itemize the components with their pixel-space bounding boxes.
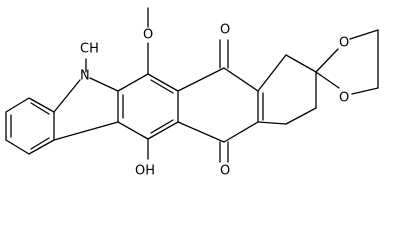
methyl-group: CH bbox=[80, 42, 99, 57]
quinone-top-oxygen-atom: O bbox=[220, 23, 230, 38]
bond bbox=[177, 121, 225, 143]
bond bbox=[351, 87, 379, 95]
hydroxyl-group: OH bbox=[135, 164, 155, 179]
cyclohexene-ring bbox=[257, 54, 317, 125]
bond bbox=[147, 73, 179, 92]
bond bbox=[223, 67, 259, 92]
dioxolane-ring bbox=[315, 29, 379, 95]
bond bbox=[257, 121, 287, 125]
bond bbox=[150, 79, 174, 94]
benzene-ring bbox=[5, 97, 55, 155]
bond bbox=[5, 139, 30, 155]
bond bbox=[89, 77, 119, 92]
bond bbox=[285, 107, 317, 125]
pyrrole-ring bbox=[53, 58, 119, 141]
molecule-structure: N CH O OH O O O O bbox=[5, 7, 379, 179]
bond bbox=[147, 121, 179, 140]
ketal-top-oxygen-atom: O bbox=[339, 36, 349, 51]
bond bbox=[257, 54, 287, 92]
bond bbox=[349, 29, 379, 40]
bond bbox=[223, 121, 259, 143]
bond bbox=[117, 73, 149, 92]
methoxy-oxygen-atom: O bbox=[143, 28, 153, 43]
bond bbox=[30, 102, 50, 115]
nitrogen-atom: N bbox=[80, 69, 90, 84]
bond bbox=[117, 121, 149, 140]
bond bbox=[28, 97, 55, 113]
bond bbox=[150, 119, 174, 134]
bond bbox=[5, 97, 30, 113]
central-aromatic-ring bbox=[117, 7, 179, 160]
bond bbox=[28, 139, 55, 155]
quinone-bottom-oxygen-atom: O bbox=[220, 164, 230, 179]
ketal-bottom-oxygen-atom: O bbox=[339, 91, 349, 106]
bond bbox=[315, 71, 340, 89]
bond bbox=[285, 54, 317, 73]
bond bbox=[30, 137, 50, 150]
bond bbox=[177, 67, 225, 92]
bond bbox=[315, 48, 339, 73]
quinone-ring bbox=[177, 39, 264, 163]
bond bbox=[53, 121, 119, 141]
bond bbox=[53, 79, 81, 113]
